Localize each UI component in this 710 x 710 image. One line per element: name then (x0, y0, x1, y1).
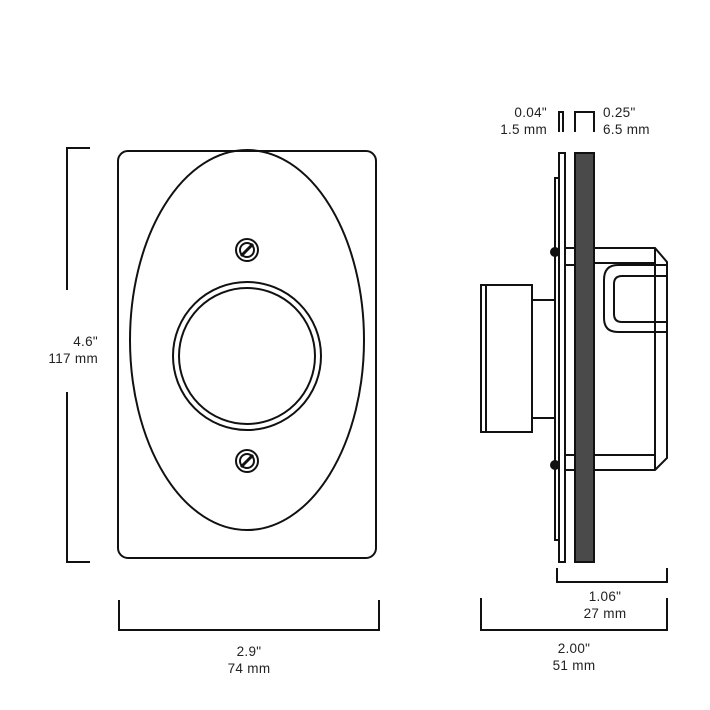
plate-thickness-label: 0.04" 1.5 mm (467, 104, 547, 138)
rear-depth-metric: 27 mm (583, 606, 627, 621)
spacer-thickness-metric: 6.5 mm (603, 122, 650, 137)
width-label: 2.9" 74 mm (204, 643, 294, 677)
wall-plate (117, 150, 377, 559)
oval-plate (129, 149, 365, 531)
plate-thickness-metric: 1.5 mm (500, 122, 547, 137)
knob-outer (172, 281, 322, 431)
spacer-plate (574, 152, 595, 563)
knob-side (480, 284, 533, 433)
total-depth-dimension-line (480, 598, 668, 631)
plate-edge (558, 152, 566, 563)
dimmer-housing (594, 247, 668, 471)
spacer-thickness-imperial: 0.25" (603, 105, 636, 120)
spacer-thickness-label: 0.25" 6.5 mm (603, 104, 650, 138)
side-view (480, 152, 668, 563)
width-dimension-line (118, 600, 380, 631)
rear-depth-dimension-line (556, 568, 668, 583)
front-view (117, 149, 377, 559)
width-imperial: 2.9" (236, 644, 262, 659)
rear-depth-imperial: 1.06" (588, 589, 622, 604)
total-depth-imperial: 2.00" (557, 641, 591, 656)
screw-icon (235, 238, 259, 262)
rear-depth-label: 1.06" 27 mm (560, 588, 650, 622)
height-dimension-line (66, 147, 90, 563)
knob-inner (178, 287, 316, 425)
plate-thickness-imperial: 0.04" (514, 105, 547, 120)
height-metric: 117 mm (48, 351, 98, 366)
total-depth-label: 2.00" 51 mm (529, 640, 619, 674)
thickness-markers (558, 111, 595, 132)
total-depth-metric: 51 mm (552, 658, 596, 673)
knob-shaft (531, 299, 556, 419)
width-metric: 74 mm (227, 661, 271, 676)
height-imperial: 4.6" (73, 334, 98, 349)
height-label: 4.6" 117 mm (18, 333, 98, 367)
screw-icon (235, 449, 259, 473)
